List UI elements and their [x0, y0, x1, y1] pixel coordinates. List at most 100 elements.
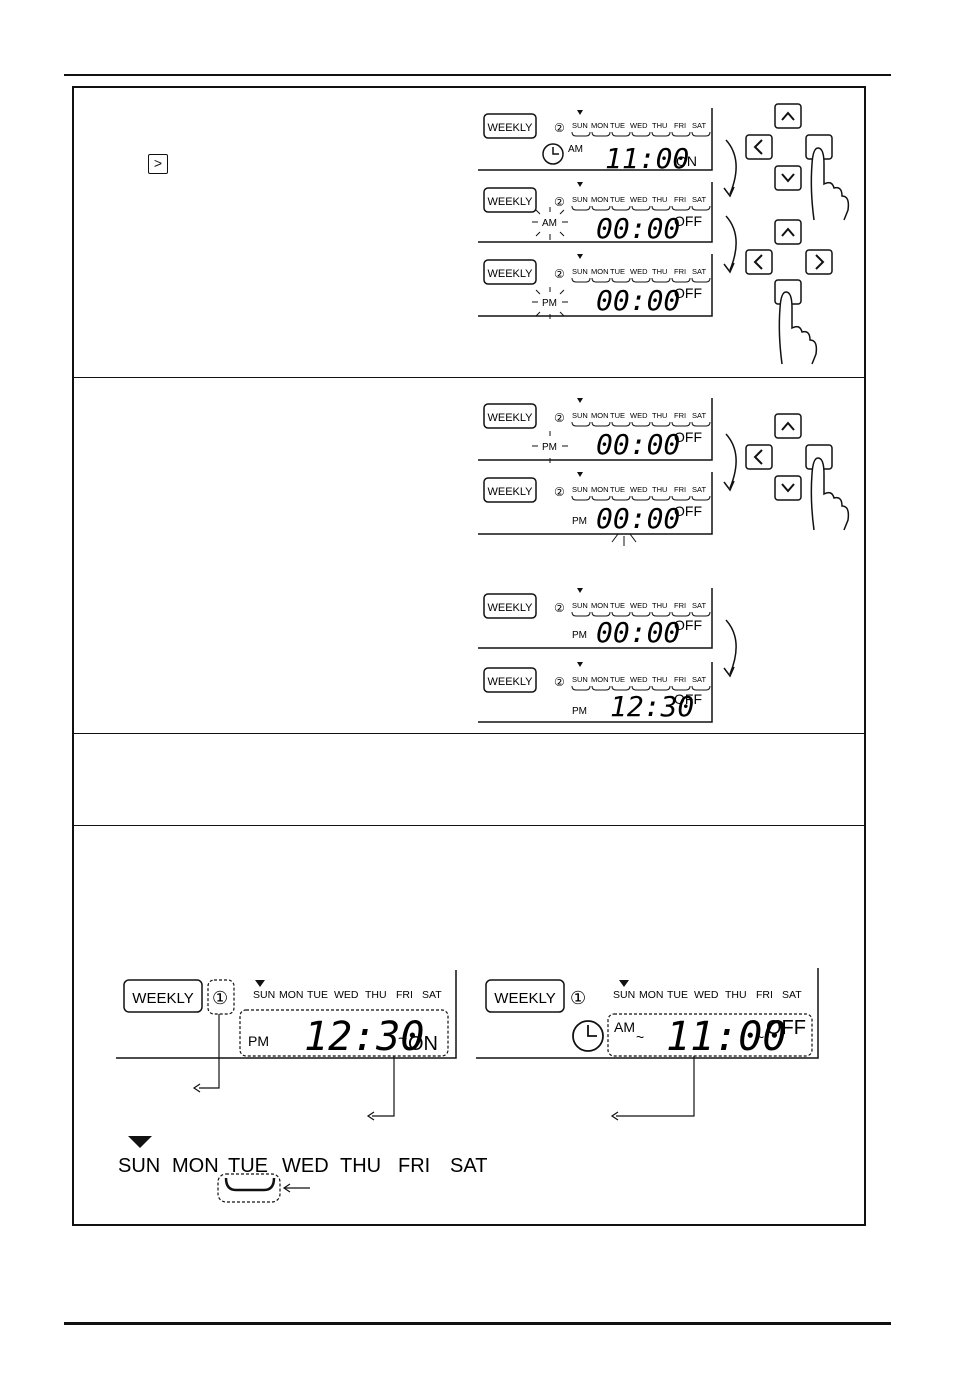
svg-text:WED: WED	[630, 121, 648, 130]
svg-text:11:00: 11:00	[666, 1014, 786, 1060]
instruction-table	[72, 86, 866, 1226]
svg-text:TUE: TUE	[667, 989, 688, 1001]
svg-text:SAT: SAT	[692, 601, 706, 610]
svg-text:SUN: SUN	[572, 411, 588, 420]
svg-text:~: ~	[636, 1029, 644, 1045]
svg-text:TUE: TUE	[610, 601, 625, 610]
clock-icon	[542, 143, 564, 165]
svg-text:00:00: 00:00	[596, 428, 680, 461]
svg-text:FRI: FRI	[398, 1155, 430, 1177]
svg-text:②: ②	[554, 267, 565, 281]
svg-text:AM: AM	[614, 1019, 635, 1035]
svg-text:TUE: TUE	[228, 1155, 268, 1177]
chevron-left-icon	[753, 139, 763, 155]
pointing-hand-icon	[778, 291, 818, 365]
svg-text:WEEKLY: WEEKLY	[487, 196, 533, 208]
svg-text:THU: THU	[652, 485, 667, 494]
svg-text:SUN: SUN	[572, 675, 588, 684]
svg-text:THU: THU	[340, 1155, 381, 1177]
svg-text:SAT: SAT	[450, 1155, 487, 1177]
up-button	[774, 103, 802, 129]
row-divider-2	[74, 733, 864, 734]
svg-text:SAT: SAT	[782, 989, 802, 1001]
svg-text:WED: WED	[630, 195, 648, 204]
svg-text:FRI: FRI	[396, 989, 413, 1001]
svg-text:WED: WED	[334, 989, 359, 1001]
svg-text:OFF: OFF	[766, 1017, 806, 1039]
svg-text:SUN: SUN	[253, 989, 275, 1001]
svg-text:②: ②	[554, 675, 565, 689]
curved-arrow-icon	[723, 619, 737, 678]
svg-text:FRI: FRI	[756, 989, 773, 1001]
svg-text:WEEKLY: WEEKLY	[487, 412, 533, 424]
svg-text:WED: WED	[630, 601, 648, 610]
svg-text:TUE: TUE	[307, 989, 328, 1001]
svg-text:12:30: 12:30	[610, 690, 694, 723]
svg-text:②: ②	[554, 195, 565, 209]
svg-text:THU: THU	[652, 411, 667, 420]
svg-text:MON: MON	[591, 195, 609, 204]
svg-text:PM: PM	[542, 442, 557, 453]
svg-text:MON: MON	[279, 989, 304, 1001]
curved-arrow-icon	[723, 215, 737, 274]
svg-text:①: ①	[212, 988, 228, 1008]
svg-text:SAT: SAT	[692, 267, 706, 276]
svg-text:WEEKLY: WEEKLY	[487, 486, 533, 498]
svg-text:THU: THU	[365, 989, 387, 1001]
svg-text:TUE: TUE	[610, 195, 625, 204]
direction-pad-3	[745, 413, 850, 531]
svg-text:MON: MON	[639, 989, 664, 1001]
svg-text:00:00: 00:00	[596, 502, 680, 535]
svg-text:MON: MON	[172, 1155, 219, 1177]
footer-rule	[64, 1322, 891, 1325]
svg-text:WED: WED	[630, 675, 648, 684]
svg-text:THU: THU	[652, 675, 667, 684]
svg-text:PM: PM	[572, 630, 587, 641]
curved-arrow-icon	[723, 433, 737, 492]
svg-text:THU: THU	[725, 989, 747, 1001]
svg-text:WEEKLY: WEEKLY	[494, 990, 555, 1007]
svg-text:TUE: TUE	[610, 267, 625, 276]
svg-text:OFF: OFF	[674, 285, 702, 301]
svg-text:ON: ON	[676, 153, 697, 169]
svg-text:②: ②	[554, 601, 565, 615]
svg-text:SAT: SAT	[422, 989, 442, 1001]
svg-text:OFF: OFF	[674, 503, 702, 519]
svg-text:00:00: 00:00	[596, 212, 680, 245]
svg-text:THU: THU	[652, 267, 667, 276]
svg-text:~: ~	[398, 1031, 407, 1048]
direction-pad-2	[745, 219, 833, 365]
svg-text:WED: WED	[630, 485, 648, 494]
chevron-down-icon	[781, 173, 795, 183]
svg-text:PM: PM	[572, 516, 587, 527]
svg-text:OFF: OFF	[674, 213, 702, 229]
svg-text:①: ①	[570, 988, 586, 1008]
program-number: ②	[554, 121, 565, 135]
down-button	[774, 165, 802, 191]
svg-text:MON: MON	[591, 121, 609, 130]
svg-text:THU: THU	[652, 195, 667, 204]
chevron-up-icon	[781, 227, 795, 237]
svg-text:SUN: SUN	[572, 195, 588, 204]
svg-text:FRI: FRI	[674, 675, 686, 684]
svg-text:MON: MON	[591, 601, 609, 610]
svg-text:OFF: OFF	[674, 691, 702, 707]
svg-text:THU: THU	[652, 601, 667, 610]
svg-text:WED: WED	[630, 267, 648, 276]
pointing-hand-icon	[810, 147, 850, 221]
svg-text:12:30: 12:30	[304, 1014, 424, 1060]
row-divider-1	[74, 377, 864, 378]
svg-text:WED: WED	[282, 1155, 329, 1177]
svg-text:TUE: TUE	[610, 485, 625, 494]
svg-text:FRI: FRI	[674, 121, 686, 130]
svg-text:ON: ON	[408, 1033, 438, 1055]
